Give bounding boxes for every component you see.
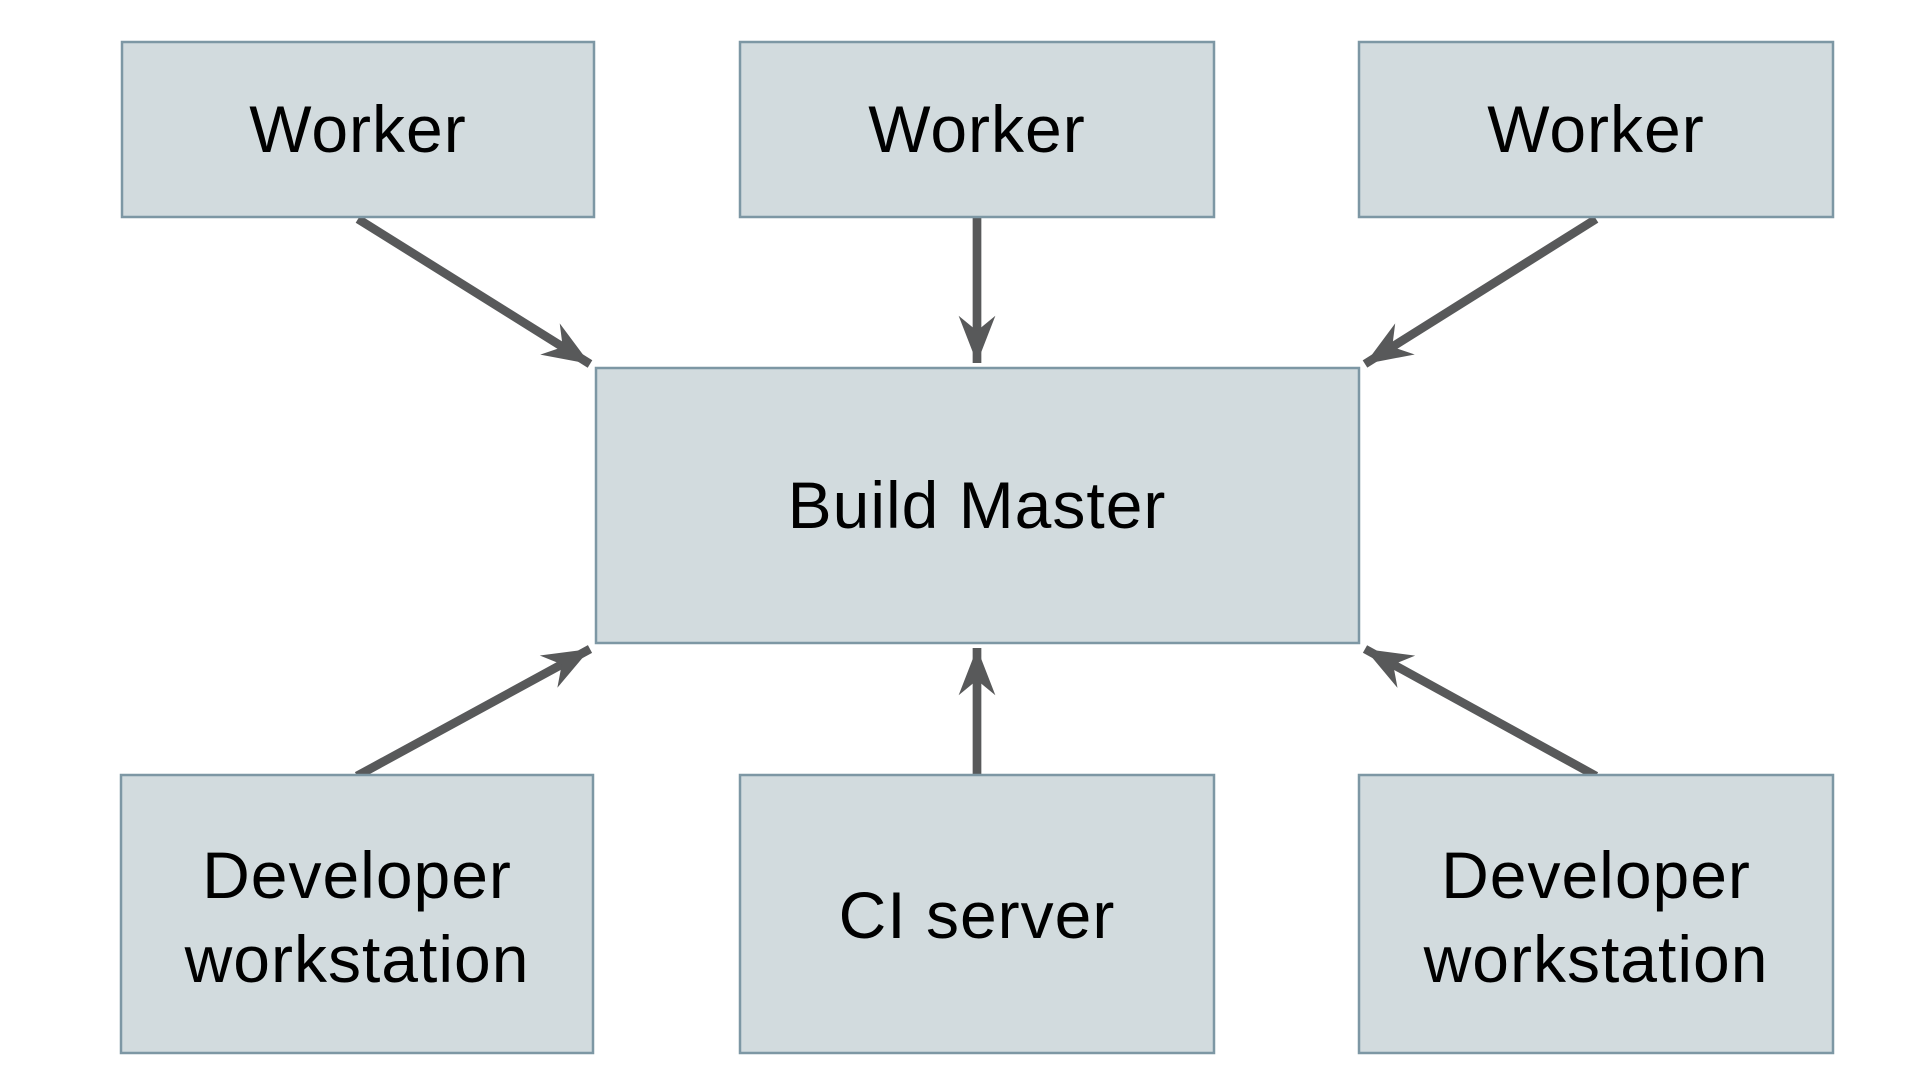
node-developer-workstation-left: Developer workstation — [119, 773, 595, 1055]
developer-workstation-right-label-line2: workstation — [1423, 922, 1769, 996]
ci-server-box — [738, 773, 1216, 1055]
developer-workstation-left-label-line2: workstation — [184, 922, 530, 996]
arrow-worker-right-to-build-master — [1362, 215, 1599, 368]
developer-workstation-right-label-line1: Developer — [1441, 838, 1751, 912]
ci-server-label: CI server — [839, 878, 1116, 952]
arrow-developer-workstation-right-to-build-master — [1362, 645, 1599, 780]
node-ci-server: CI server — [738, 773, 1216, 1055]
arrow-worker-left-to-build-master — [355, 215, 593, 368]
node-developer-workstation-right: Developer workstation — [1357, 773, 1835, 1055]
worker-top-left-label: Worker — [249, 92, 466, 166]
worker-top-left-box — [120, 40, 596, 219]
developer-workstation-left-box — [119, 773, 595, 1055]
developer-workstation-left-label-line1: Developer — [202, 838, 512, 912]
node-build-master: Build Master — [594, 366, 1361, 645]
developer-workstation-right-box — [1357, 773, 1835, 1055]
arrow-developer-workstation-left-to-build-master — [354, 645, 593, 780]
worker-top-right-label: Worker — [1487, 92, 1704, 166]
node-worker-top-left: Worker — [120, 40, 596, 219]
node-worker-top-right: Worker — [1357, 40, 1835, 219]
node-worker-top-center: Worker — [738, 40, 1216, 219]
build-master-label: Build Master — [788, 468, 1167, 542]
worker-top-center-box — [738, 40, 1216, 219]
worker-top-right-box — [1357, 40, 1835, 219]
build-master-box — [594, 366, 1361, 645]
worker-top-center-label: Worker — [868, 92, 1085, 166]
